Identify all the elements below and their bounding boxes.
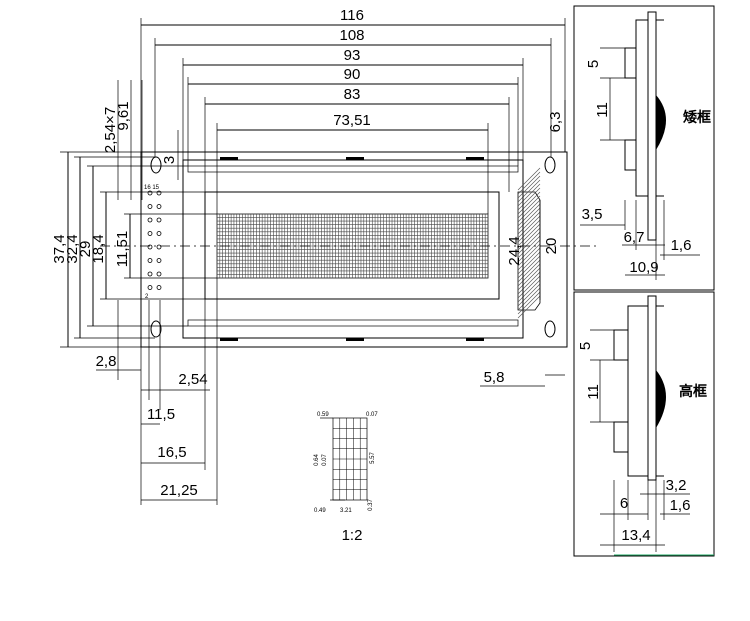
- detail-059: 0.59: [317, 412, 329, 418]
- pin: [156, 190, 162, 196]
- pin: [156, 204, 162, 209]
- pin: [156, 231, 162, 236]
- dim-28: 2,8: [96, 353, 117, 370]
- top-slot: [187, 165, 519, 173]
- dim-961: 9,61: [115, 101, 132, 130]
- detail-557: 5.57: [370, 452, 376, 464]
- dim-pitch: 2,54×7: [102, 107, 119, 153]
- pin: [147, 190, 153, 196]
- dim-254: 2,54: [178, 371, 207, 388]
- detail-007a: 0.07: [366, 412, 378, 418]
- clip-tab: [466, 338, 484, 341]
- pin: [147, 285, 153, 290]
- dim-165: 16,5: [157, 444, 186, 461]
- pin: [156, 244, 162, 250]
- side-top-35: 3,5: [582, 206, 603, 223]
- dim-116: 116: [340, 7, 364, 24]
- side-bottom-5: 5: [577, 342, 594, 350]
- dim-7351: 73,51: [333, 112, 371, 129]
- detail-064: 0.64: [314, 454, 320, 466]
- pin: [156, 285, 162, 290]
- detail-037: 0.37: [368, 499, 374, 511]
- bottom-dimension-lines: [96, 278, 218, 505]
- dim-90: 90: [344, 66, 361, 83]
- dim-58: 5,8: [484, 369, 505, 386]
- pin: [147, 231, 153, 236]
- clip-tab: [466, 157, 484, 160]
- mount-hole: [544, 156, 556, 174]
- connector-pins: [147, 190, 162, 290]
- mount-hole: [544, 320, 556, 338]
- backlight-block: [517, 167, 541, 319]
- pin: [147, 258, 153, 263]
- pin: [147, 204, 153, 209]
- detail-scale: 1:2: [342, 527, 363, 544]
- clip-tab: [346, 157, 364, 160]
- dim-2125: 21,25: [160, 482, 198, 499]
- side-top-16: 1,6: [671, 237, 692, 254]
- clip-tab: [220, 338, 238, 341]
- detail-321: 3.21: [340, 508, 352, 514]
- side-top-5: 5: [585, 60, 602, 68]
- mount-hole: [150, 320, 162, 338]
- clip-tab: [220, 157, 238, 160]
- pin: [156, 258, 162, 263]
- pin: [156, 217, 162, 223]
- clip-tab: [346, 338, 364, 341]
- pin-label-bottom: 2: [145, 294, 149, 300]
- side-bottom-6: 6: [620, 495, 628, 512]
- side-view-high-frame: [573, 291, 715, 557]
- pin: [147, 271, 153, 277]
- dim-184: 18,4: [90, 234, 107, 263]
- dim-115: 11,5: [147, 406, 175, 423]
- pcb-outline: [140, 151, 568, 348]
- side-bottom-11: 11: [585, 384, 602, 400]
- dim-83: 83: [344, 86, 361, 103]
- dim-108: 108: [339, 27, 364, 44]
- bottom-slot: [187, 319, 519, 327]
- dim-374: 37,4: [51, 234, 68, 263]
- pin: [156, 271, 162, 277]
- pin: [147, 244, 153, 250]
- dim-1151: 11,51: [114, 231, 131, 267]
- dim-93: 93: [344, 47, 361, 64]
- side-top-title: 矮框: [683, 109, 711, 126]
- side-bottom-134: 13,4: [621, 527, 650, 544]
- side-bottom-16: 1,6: [670, 497, 691, 514]
- detail-049: 0.49: [314, 508, 326, 514]
- pin: [147, 217, 153, 223]
- right-dimension-lines: [522, 100, 566, 376]
- side-view-low-frame: [573, 5, 715, 291]
- side-top-11: 11: [594, 102, 611, 118]
- detail-007b: 0.07: [322, 454, 328, 466]
- left-dimension-lines: [60, 80, 217, 348]
- side-bottom-title: 高框: [679, 383, 707, 400]
- dim-hole-3: 3: [161, 156, 178, 164]
- pin-label-top: 16 15: [144, 185, 160, 191]
- side-top-67: 6,7: [624, 229, 645, 246]
- side-bottom-32: 3,2: [666, 477, 687, 494]
- top-dimension-lines: [140, 18, 566, 214]
- dim-324: 32,4: [64, 234, 81, 263]
- character-detail: [320, 417, 368, 501]
- viewing-area: [204, 191, 500, 300]
- side-top-109: 10,9: [629, 259, 658, 276]
- dim-20: 20: [543, 238, 560, 255]
- dim-29: 29: [77, 241, 94, 258]
- dim-244: 24,4: [506, 236, 523, 265]
- mount-hole: [150, 156, 162, 174]
- dim-63: 6,3: [547, 112, 564, 133]
